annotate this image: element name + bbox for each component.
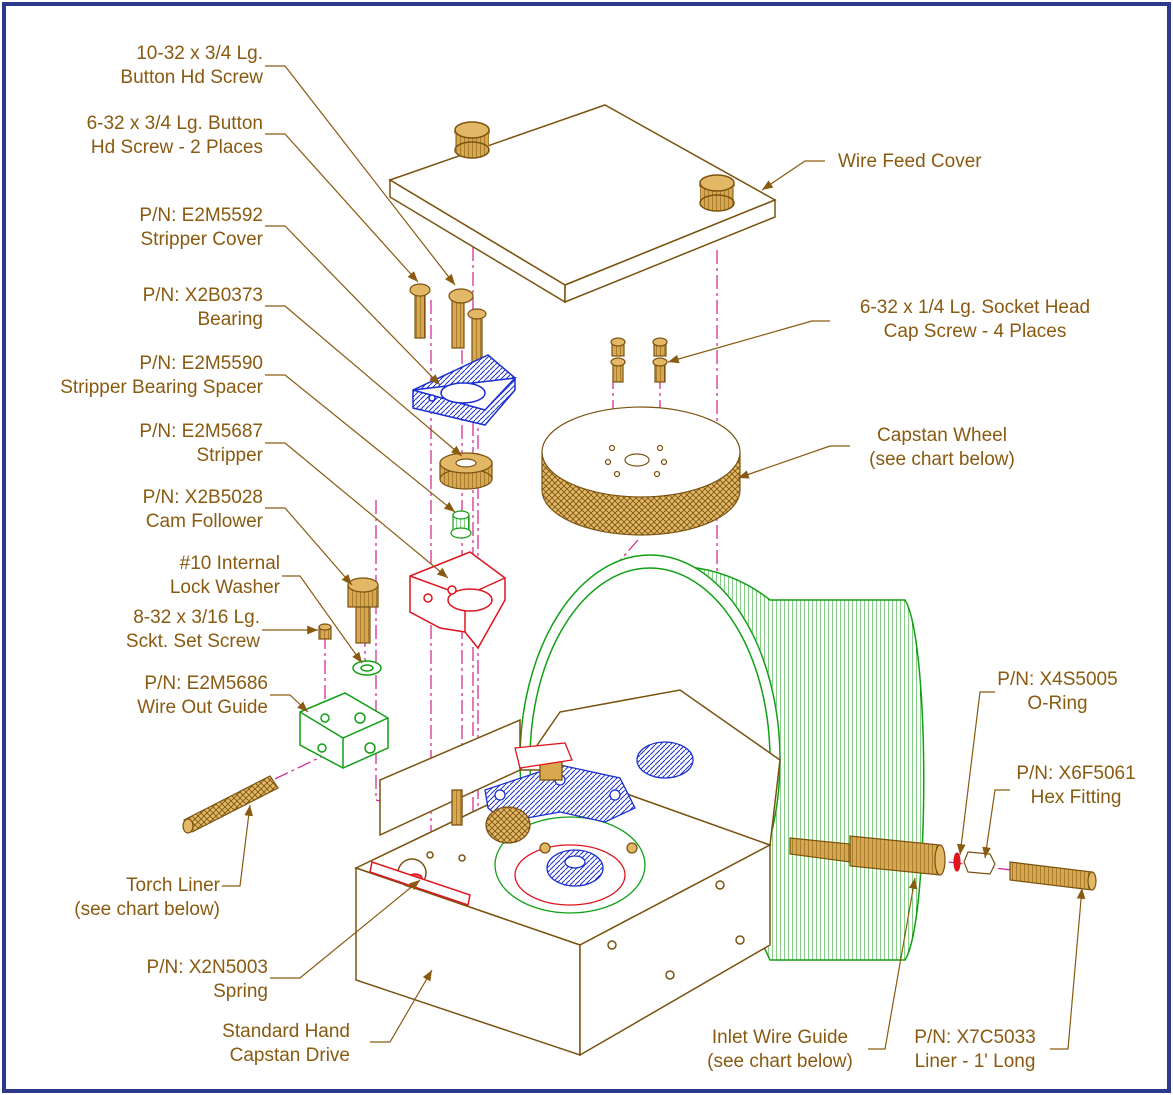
label-stripper: P/N: E2M5687 Stripper [139, 421, 263, 466]
label-socket-head-screw: 6-32 x 1/4 Lg. Socket Head Cap Screw - 4… [859, 297, 1091, 342]
label-cam-follower: P/N: X2B5028 Cam Follower [142, 487, 263, 532]
socket-head-screws [610, 337, 668, 383]
inlet-assembly [789, 835, 1097, 891]
label-wire-out-guide: P/N: E2M5686 Wire Out Guide [137, 673, 268, 718]
label-spring: P/N: X2N5003 Spring [146, 957, 268, 1002]
button-head-screws [409, 283, 487, 365]
wire-feed-cover [388, 104, 777, 304]
stripper-bearing-spacer [439, 452, 493, 490]
label-stripper-cover: P/N: E2M5592 Stripper Cover [139, 205, 263, 250]
label-liner: P/N: X7C5033 Liner - 1' Long [914, 1027, 1036, 1072]
label-torch-liner: Torch Liner (see chart below) [74, 875, 220, 920]
stripper [409, 551, 506, 650]
label-stripper-bearing-spacer: P/N: E2M5590 Stripper Bearing Spacer [60, 353, 263, 398]
label-lock-washer: #10 Internal Lock Washer [169, 553, 280, 598]
label-hex-fitting: P/N: X6F5061 Hex Fitting [1016, 763, 1136, 808]
bearing [450, 510, 472, 539]
label-10-32-screw: 10-32 x 3/4 Lg. Button Hd Screw [120, 43, 263, 88]
label-wire-feed-cover: Wire Feed Cover [838, 151, 982, 172]
cam-follower [347, 577, 379, 644]
label-capstan-wheel: Capstan Wheel (see chart below) [869, 425, 1015, 470]
wire-out-guide [299, 692, 389, 769]
label-capstan-drive: Standard Hand Capstan Drive [222, 1021, 350, 1066]
label-bearing: P/N: X2B0373 Bearing [142, 285, 263, 330]
label-set-screw: 8-32 x 3/16 Lg. Sckt. Set Screw [125, 607, 260, 652]
capstan-wheel [541, 406, 741, 536]
set-screw [318, 623, 332, 640]
lock-washer [352, 660, 382, 676]
torch-liner [182, 775, 279, 834]
label-inlet-wire-guide: Inlet Wire Guide (see chart below) [707, 1027, 853, 1072]
leader-lines [222, 65, 1086, 1050]
stripper-cover [412, 354, 517, 426]
label-6-32-button-screw: 6-32 x 3/4 Lg. Button Hd Screw - 2 Place… [86, 113, 263, 158]
label-o-ring: P/N: X4S5005 O-Ring [997, 669, 1118, 714]
drive-gears [451, 741, 694, 914]
